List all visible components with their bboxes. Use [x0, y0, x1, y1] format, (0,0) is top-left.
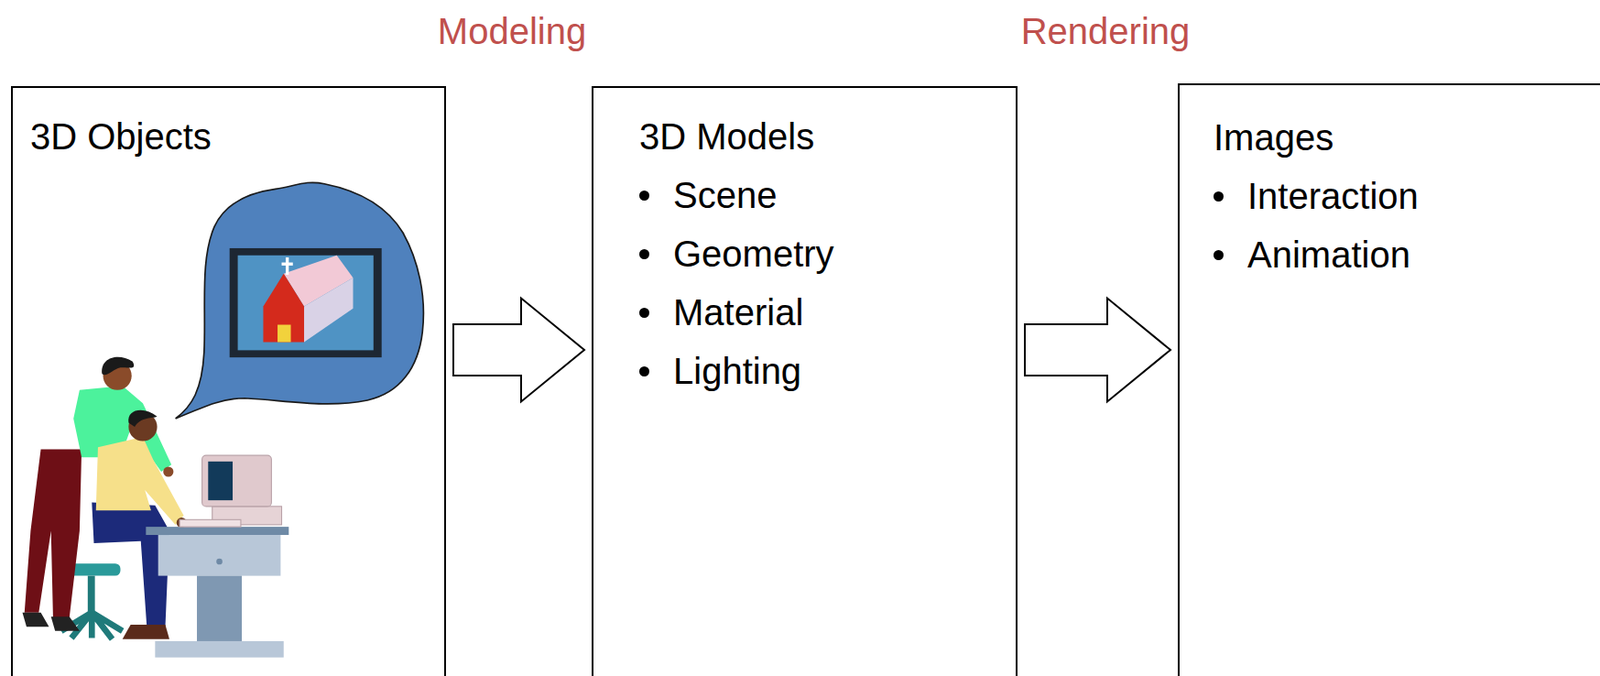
bullet-dot: [1213, 191, 1224, 202]
bullet-text: Scene: [673, 165, 777, 225]
keyboard: [179, 519, 241, 527]
bullet-text: Interaction: [1247, 166, 1419, 226]
man-shirt: [96, 436, 185, 525]
church-front: [262, 273, 305, 343]
picture-sky: [238, 255, 374, 351]
stage-label: Rendering: [1021, 9, 1191, 54]
woman-hand: [163, 466, 174, 477]
bullet-text: Animation: [1247, 225, 1411, 284]
box-heading: 3D Objects: [30, 107, 445, 166]
church-side: [304, 277, 353, 342]
bullet-dot: [1213, 250, 1224, 261]
box-heading: 3D Models: [639, 107, 1016, 166]
bullet-item: Interaction: [1213, 166, 1600, 226]
block-arrow: [453, 298, 585, 403]
man-shoes: [122, 624, 170, 640]
bullet-item: Geometry: [639, 224, 1016, 283]
man-hair: [128, 410, 157, 427]
bullet-dot: [639, 190, 650, 201]
monitor-screen: [207, 461, 233, 501]
thought-bubble: [175, 182, 425, 419]
bullet-item: Animation: [1213, 225, 1600, 284]
block-arrow: [1024, 298, 1171, 403]
desk-top: [145, 526, 289, 535]
woman-hair: [101, 357, 134, 376]
chair-post: [87, 576, 96, 613]
bullet-dot: [639, 366, 650, 377]
bullet-text: Geometry: [673, 224, 835, 283]
stage-box: 3D Objects: [10, 86, 447, 676]
woman-shoes: [22, 612, 80, 632]
bullet-text: Material: [673, 282, 804, 342]
desk-base: [154, 641, 283, 658]
box-heading: Images: [1213, 108, 1600, 167]
man-legs: [91, 501, 170, 629]
woman-legs: [24, 448, 82, 618]
stage-label: Modeling: [437, 9, 587, 54]
monitor: [202, 455, 273, 507]
desk-body: [158, 534, 282, 577]
church-cross: [285, 257, 289, 275]
stage-box: ImagesInteractionAnimation: [1177, 83, 1600, 676]
desk-knob: [216, 558, 223, 566]
church-cross: [282, 262, 294, 266]
bullet-item: Lighting: [639, 341, 1016, 401]
bullet-item: Material: [639, 282, 1016, 342]
bullet-item: Scene: [639, 165, 1016, 225]
picture-frame: [229, 248, 382, 358]
bullet-text: Lighting: [673, 341, 802, 401]
bullet-dot: [639, 307, 650, 318]
stage-box: 3D ModelsSceneGeometryMaterialLighting: [591, 86, 1018, 676]
desk-leg: [196, 576, 242, 644]
bullet-dot: [639, 249, 650, 260]
church-door: [277, 325, 291, 343]
